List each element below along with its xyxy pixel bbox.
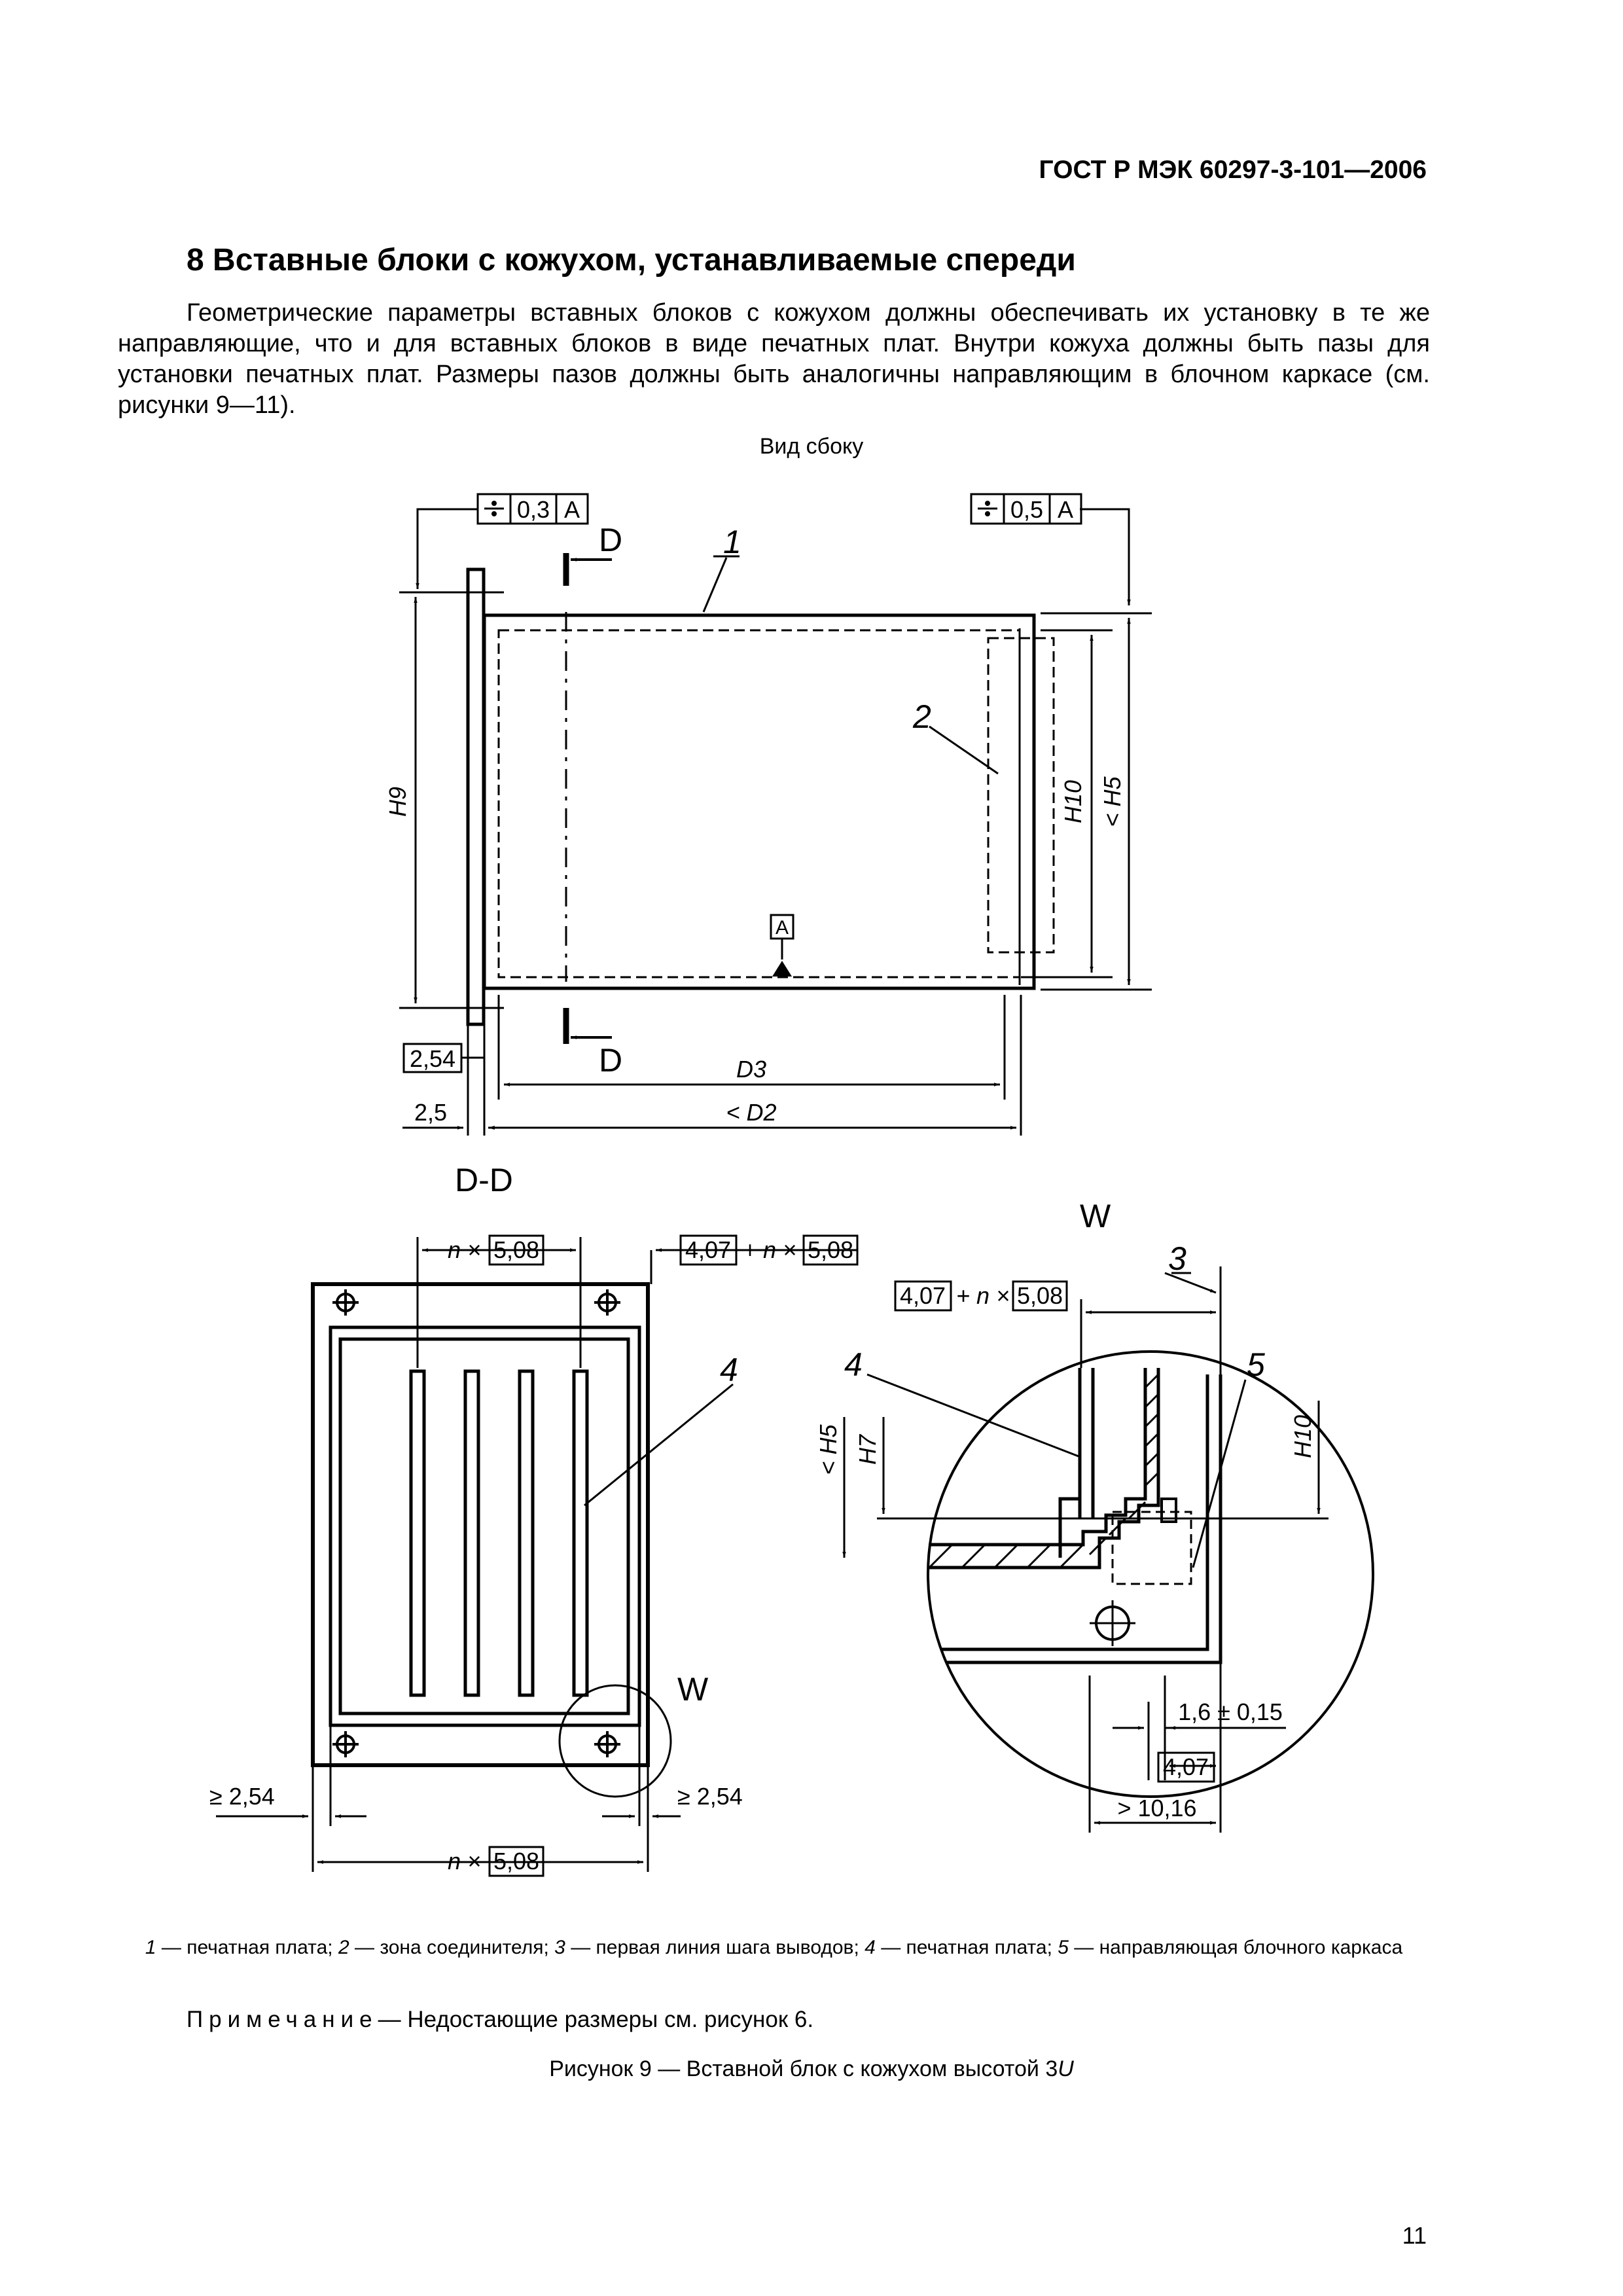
section-housing-inner (338, 1337, 630, 1715)
cut-label-top: D (599, 522, 622, 558)
detail-callout-4: 4 (844, 1346, 863, 1383)
dim-h9: H9 (384, 787, 411, 817)
datum-a-label: A (776, 917, 789, 939)
tol-left-datum: A (564, 496, 580, 523)
detail-w (842, 1266, 1374, 1833)
tol-right-value: 0,5 (1010, 496, 1043, 523)
detail-dim-h7: H7 (854, 1433, 881, 1465)
tol-right-datum: A (1058, 496, 1073, 523)
sec-n-times-top: n × (448, 1236, 481, 1263)
slot-2 (463, 1369, 480, 1697)
side-view-label: Вид сбоку (759, 434, 864, 459)
body-paragraph: Геометрические параметры вставных блоков… (118, 299, 1430, 419)
page-number: 11 (1402, 2222, 1427, 2249)
slot-4 (572, 1369, 589, 1697)
sec-callout-4: 4 (720, 1352, 738, 1388)
sec-pitch-bottom: 5,08 (493, 1848, 539, 1874)
detail-offset: 4,07 (900, 1282, 946, 1309)
slot-1 (409, 1369, 426, 1697)
tolerance-frame-left (476, 493, 589, 525)
section-housing (329, 1325, 641, 1727)
detail-w-title: W (1080, 1198, 1111, 1234)
sec-w-label: W (677, 1671, 709, 1708)
tol-left-value: 0,3 (517, 496, 550, 523)
detail-pitch: 5,08 (1017, 1282, 1063, 1309)
caption-text: Рисунок 9 — Вставной блок с кожухом высо… (549, 2056, 1058, 2081)
section-dd-title: D-D (455, 1162, 513, 1198)
detail-dim-h5: < H5 (815, 1424, 842, 1475)
document-header-id: ГОСТ Р МЭК 60297-3-101—2006 (1039, 156, 1427, 184)
dim-2-54: 2,54 (410, 1045, 455, 1072)
dim-h10: H10 (1060, 780, 1086, 823)
sec-n-times-bottom: n × (448, 1848, 481, 1874)
detail-dim-10-16: > 10,16 (1117, 1795, 1196, 1821)
sec-plus-n-times: + n × (743, 1236, 796, 1263)
detail-callout-5: 5 (1247, 1346, 1265, 1383)
section-outer-panel (311, 1282, 650, 1767)
detail-w-circle (558, 1684, 672, 1798)
connector-zone (987, 637, 1055, 954)
dim-d3: D3 (736, 1056, 766, 1083)
caption-suffix: U (1058, 2056, 1074, 2081)
legend-item-2: 2 — зона соединителя; (338, 1937, 549, 1958)
sec-pitch-right: 5,08 (808, 1236, 853, 1263)
sec-offset: 4,07 (685, 1236, 731, 1263)
note: Примечание— Недостающие размеры см. рису… (187, 2007, 813, 2033)
legend-item-5: 5 — направляющая блочного каркаса (1058, 1937, 1403, 1958)
callout-2: 2 (912, 698, 931, 735)
dim-2-5: 2,5 (414, 1099, 447, 1126)
cut-label-bottom: D (599, 1042, 622, 1079)
detail-plus-n-times: + n × (956, 1282, 1010, 1309)
front-panel (466, 567, 486, 1026)
detail-dim-frames (894, 1280, 1215, 1783)
legend-item-4: 4 — печатная плата; (865, 1937, 1052, 1958)
dim-d2: < D2 (726, 1099, 776, 1126)
section-title: 8 Вставные блоки с кожухом, устанавливае… (187, 243, 1076, 278)
figure-caption: Рисунок 9 — Вставной блок с кожухом высо… (0, 2056, 1623, 2082)
detail-dim-h10: H10 (1289, 1415, 1316, 1458)
side-view (399, 508, 1152, 1136)
detail-dim-1-6: 1,6 ± 0,15 (1178, 1698, 1283, 1725)
slot-3 (518, 1369, 535, 1697)
legend-item-3: 3 — первая линия шага выводов; (554, 1937, 859, 1958)
detail-circle-outline (927, 1350, 1374, 1798)
note-label: Примечание (187, 2007, 378, 2032)
detail-callout-3: 3 (1168, 1240, 1186, 1277)
housing-outline (482, 613, 1036, 990)
sec-min-left: ≥ 2,54 (209, 1783, 275, 1810)
sec-pitch-top: 5,08 (493, 1236, 539, 1263)
section-dd (216, 1237, 857, 1872)
note-text: — Недостающие размеры см. рисунок 6. (378, 2007, 814, 2032)
tolerance-frame-right (970, 493, 1082, 525)
mounting-holes (332, 1289, 620, 1757)
callout-1: 1 (723, 524, 741, 560)
figure-legend: 1 — печатная плата; 2 — зона соединителя… (118, 1935, 1430, 1961)
dim-h5: < H5 (1099, 776, 1126, 827)
section-dim-frames (488, 1234, 859, 1877)
inner-board-dashed (497, 629, 1021, 978)
detail-dim-4-07: 4,07 (1163, 1753, 1209, 1780)
sec-min-right: ≥ 2,54 (677, 1783, 743, 1810)
legend-item-1: 1 — печатная плата; (145, 1937, 333, 1958)
